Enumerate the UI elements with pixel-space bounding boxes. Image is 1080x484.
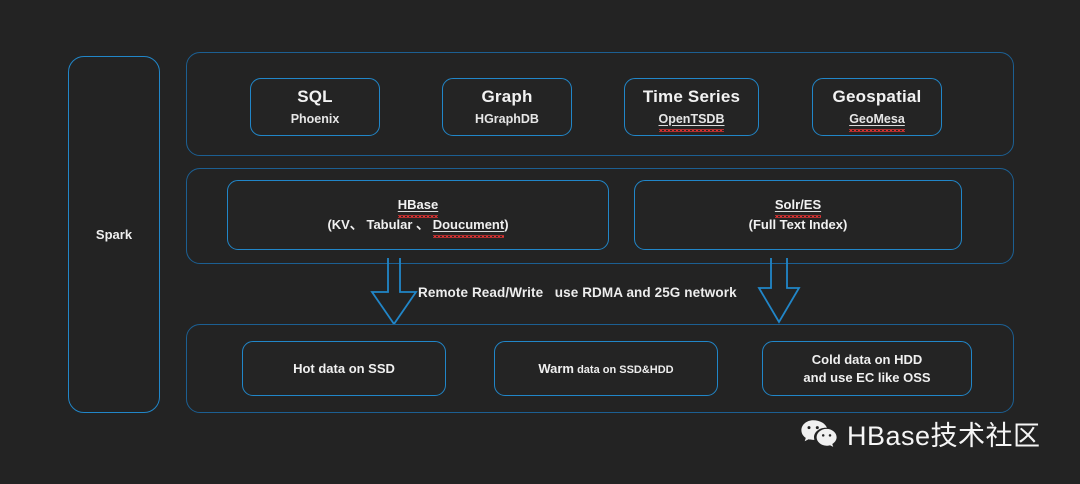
engine-title: Graph: [481, 87, 533, 107]
tier-line-1: Cold data on HDD: [811, 351, 923, 367]
storage-subtitle: (Full Text Index): [748, 217, 848, 232]
tier-warm-row: Warm data on SSD&HDD: [538, 358, 673, 380]
down-arrow-left-icon: [370, 258, 418, 326]
storage-subtitle: (KV、 Tabular 、 Doucument): [327, 216, 509, 238]
spark-label: Spark: [95, 227, 133, 242]
watermark: HBase技术社区: [800, 414, 1041, 453]
spark-panel: Spark: [68, 56, 160, 413]
engine-subtitle: GeoMesa: [849, 112, 905, 132]
tier-line-2: and use EC like OSS: [803, 369, 931, 385]
engine-subtitle: OpenTSDB: [658, 112, 725, 132]
storage-title: Solr/ES: [774, 197, 822, 218]
engine-title: Geospatial: [832, 87, 922, 107]
engine-node-geospatial: Geospatial GeoMesa: [812, 78, 942, 136]
engine-node-graph: Graph HGraphDB: [442, 78, 572, 136]
storage-node-hbase: HBase (KV、 Tabular 、 Doucument): [227, 180, 609, 250]
tier-line-1: Warm: [538, 360, 574, 376]
tier-node-hot-data: Hot data on SSD: [242, 341, 446, 396]
storage-subtitle-prefix: (KV、 Tabular 、: [327, 217, 433, 232]
tier-node-warm-data: Warm data on SSD&HDD: [494, 341, 718, 396]
engine-title: SQL: [297, 87, 333, 107]
storage-subtitle-misspelled: Doucument: [432, 217, 505, 238]
engine-node-time-series: Time Series OpenTSDB: [624, 78, 759, 136]
engine-subtitle: HGraphDB: [475, 112, 539, 127]
engine-title: Time Series: [642, 87, 741, 107]
storage-subtitle-suffix: ): [504, 217, 509, 232]
engine-subtitle: Phoenix: [290, 112, 340, 127]
watermark-text: HBase技术社区: [847, 421, 1041, 451]
tier-node-cold-data: Cold data on HDD and use EC like OSS: [762, 341, 972, 396]
down-arrow-right-icon: [757, 258, 801, 324]
storage-node-solr-es: Solr/ES (Full Text Index): [634, 180, 962, 250]
tier-line-1: Hot data on SSD: [293, 360, 395, 376]
engine-node-sql: SQL Phoenix: [250, 78, 380, 136]
remote-read-write-label: Remote Read/Write use RDMA and 25G netwo…: [418, 285, 737, 300]
wechat-icon: [801, 419, 837, 447]
storage-title: HBase: [397, 197, 439, 218]
tier-line-2-text: data on SSD&HDD: [577, 363, 674, 376]
